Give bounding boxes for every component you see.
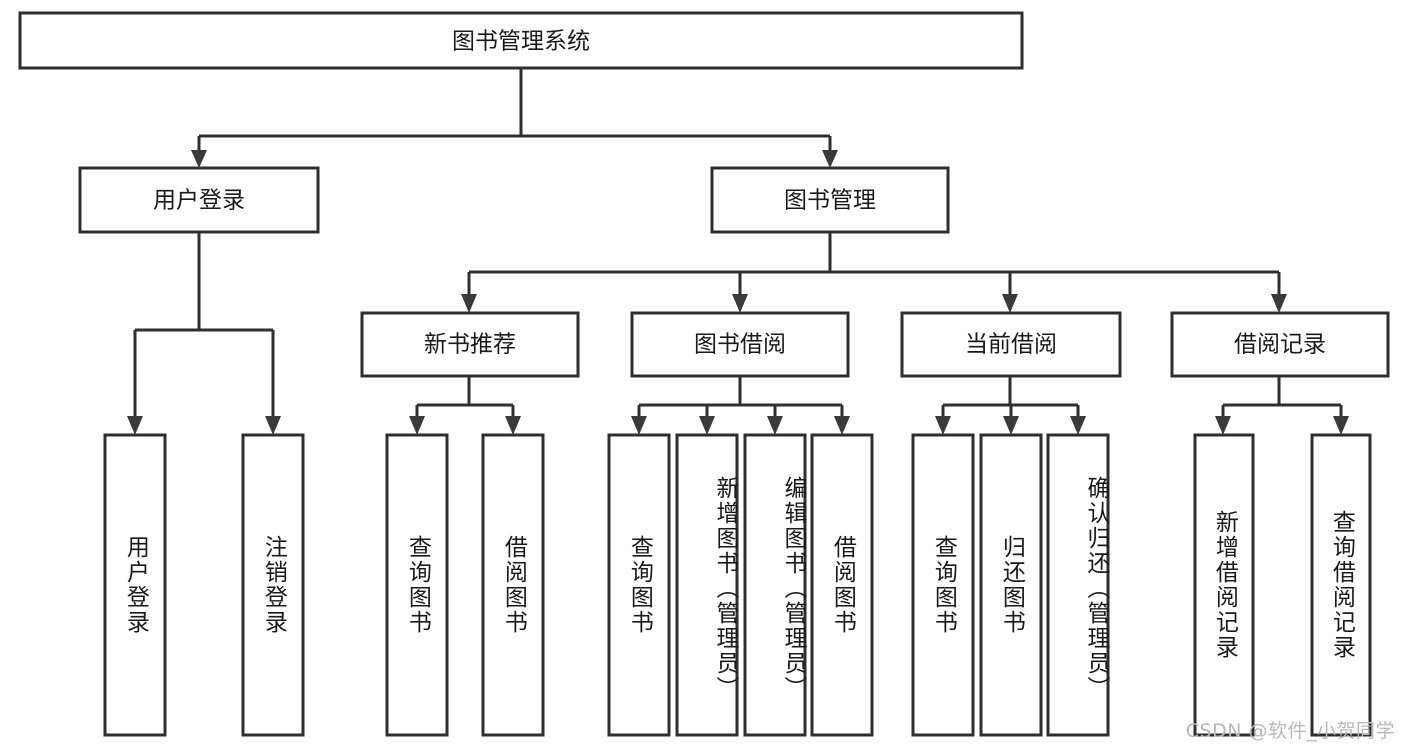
leaf-return-book[interactable] bbox=[979, 433, 1043, 737]
arrow-leaf-query-book-2 bbox=[631, 416, 647, 435]
node-book-borrow[interactable] bbox=[630, 311, 850, 378]
arrow-leaf-borrow-book-2 bbox=[834, 416, 850, 435]
arrow-leaf-return-book bbox=[1003, 416, 1019, 435]
leaf-query-book-recommend[interactable] bbox=[385, 433, 449, 737]
leaf-user-login[interactable] bbox=[103, 433, 167, 737]
node-user-login-label: 用户登录 bbox=[153, 188, 245, 214]
node-root-book-management-system[interactable] bbox=[18, 11, 1024, 70]
arrow-to-user-login bbox=[191, 150, 207, 168]
node-current-borrow[interactable] bbox=[900, 311, 1122, 378]
arrow-leaf-edit-book bbox=[767, 416, 783, 435]
arrow-to-book-mgmt bbox=[822, 150, 838, 168]
arrow-leaf-add-record bbox=[1215, 416, 1231, 435]
leaf-confirm-return-admin[interactable] bbox=[1046, 433, 1110, 737]
arrow-leaf-add-book bbox=[699, 416, 715, 435]
node-book-management[interactable] bbox=[710, 166, 950, 234]
arrow-to-borrow-record bbox=[1271, 294, 1287, 313]
arrow-leaf-confirm-return bbox=[1070, 416, 1086, 435]
arrow-leaf-logout bbox=[265, 416, 281, 435]
leaf-borrow-book-borrow[interactable] bbox=[810, 433, 874, 737]
node-user-login[interactable] bbox=[78, 166, 320, 234]
leaf-borrow-book-recommend[interactable] bbox=[481, 433, 545, 737]
arrow-to-current-borrow bbox=[1002, 294, 1018, 313]
arrow-leaf-user-login bbox=[127, 416, 143, 435]
leaf-query-book-borrow[interactable] bbox=[607, 433, 671, 737]
node-new-book-recommend[interactable] bbox=[360, 311, 580, 378]
node-current-borrow-label: 当前借阅 bbox=[965, 332, 1057, 358]
leaf-logout[interactable] bbox=[241, 433, 305, 737]
arrow-leaf-borrow-book-1 bbox=[505, 416, 521, 435]
node-new-book-recommend-label: 新书推荐 bbox=[424, 332, 516, 358]
csdn-watermark: CSDN @软件_小贺同学 bbox=[1185, 720, 1395, 742]
arrow-leaf-query-book-1 bbox=[409, 416, 425, 435]
node-borrow-record-label: 借阅记录 bbox=[1234, 332, 1326, 358]
edge-layer bbox=[127, 68, 1349, 435]
node-root-label: 图书管理系统 bbox=[452, 29, 590, 55]
arrow-leaf-query-record bbox=[1333, 416, 1349, 435]
leaf-add-borrow-record[interactable] bbox=[1193, 433, 1255, 737]
node-borrow-record[interactable] bbox=[1170, 311, 1390, 378]
arrow-to-new-book-recommend bbox=[461, 294, 477, 313]
leaf-edit-book-admin[interactable] bbox=[743, 433, 807, 737]
node-book-management-label: 图书管理 bbox=[784, 188, 876, 214]
leaf-add-book-admin[interactable] bbox=[675, 433, 739, 737]
node-layer: 图书管理系统 用户登录 图书管理 新书推荐 图书借阅 当前借阅 借阅记录 bbox=[18, 11, 1390, 737]
leaf-query-book-current[interactable] bbox=[911, 433, 975, 737]
node-book-borrow-label: 图书借阅 bbox=[694, 332, 786, 358]
leaf-query-borrow-record[interactable] bbox=[1310, 433, 1372, 737]
arrow-leaf-query-book-3 bbox=[935, 416, 951, 435]
arrow-to-book-borrow bbox=[732, 294, 748, 313]
